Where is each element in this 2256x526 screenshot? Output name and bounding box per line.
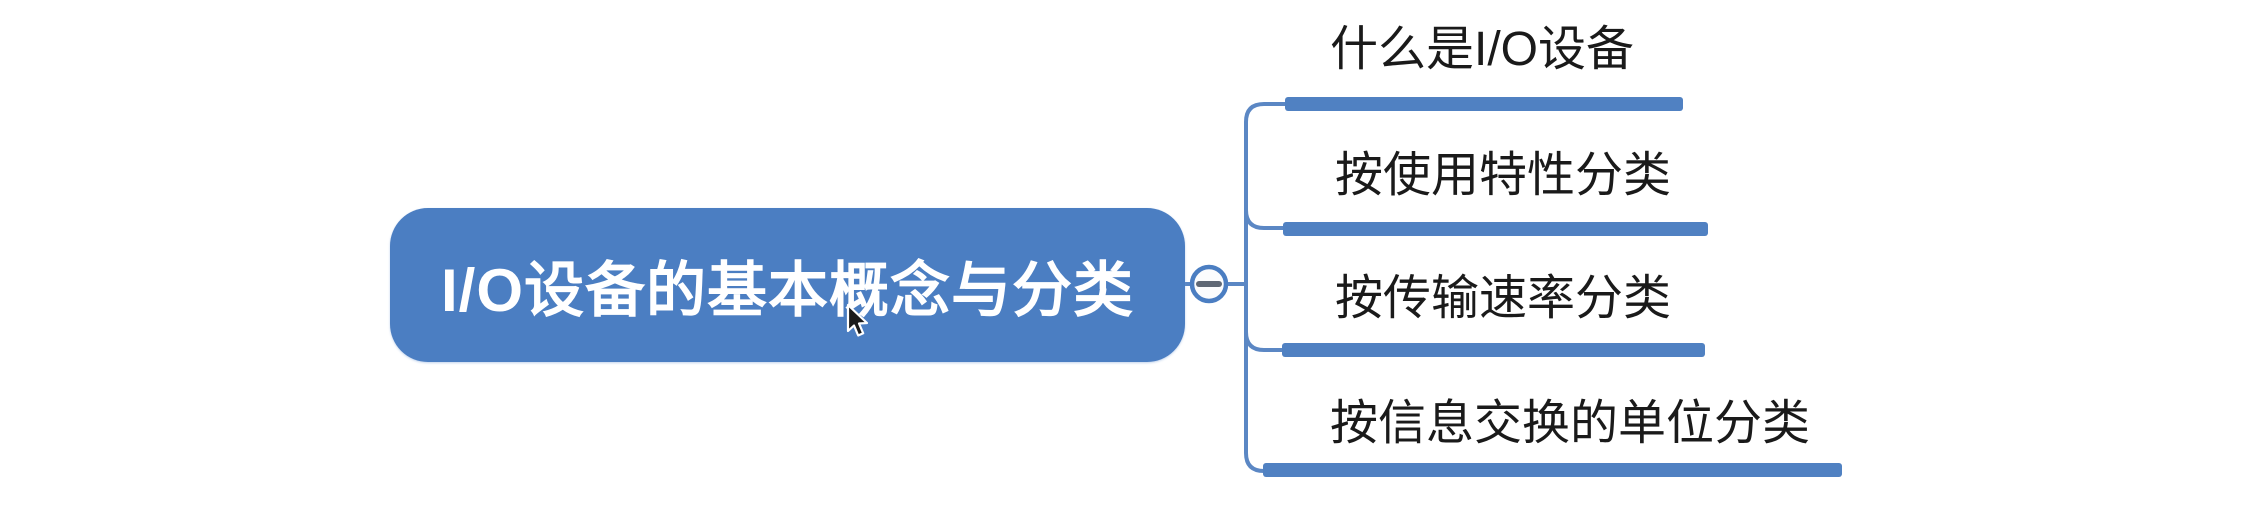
connector-trunk (1244, 102, 1288, 473)
root-topic-label: I/O设备的基本概念与分类 (440, 256, 1134, 324)
branch-topic-by-unit-of-information-exchange[interactable]: 按信息交换的单位分类 (1330, 397, 1811, 450)
connector-branch-3 (1244, 330, 1287, 352)
branch-topic-by-transfer-rate[interactable]: 按传输速率分类 (1335, 272, 1672, 325)
branch-bar-by-transfer-rate[interactable] (1282, 343, 1705, 357)
branch-topic-by-usage-characteristic[interactable]: 按使用特性分类 (1335, 149, 1672, 202)
branch-bar-by-usage-characteristic[interactable] (1283, 222, 1708, 236)
branch-topic-what-is-io-device[interactable]: 什么是I/O设备 (1330, 23, 1635, 76)
connector-branch-2 (1244, 208, 1288, 230)
root-topic[interactable]: I/O设备的基本概念与分类 (390, 208, 1185, 362)
branch-bar-by-unit-of-information-exchange[interactable] (1263, 463, 1842, 477)
collapse-button[interactable] (1189, 264, 1229, 304)
branch-bar-what-is-io-device[interactable] (1285, 97, 1683, 111)
